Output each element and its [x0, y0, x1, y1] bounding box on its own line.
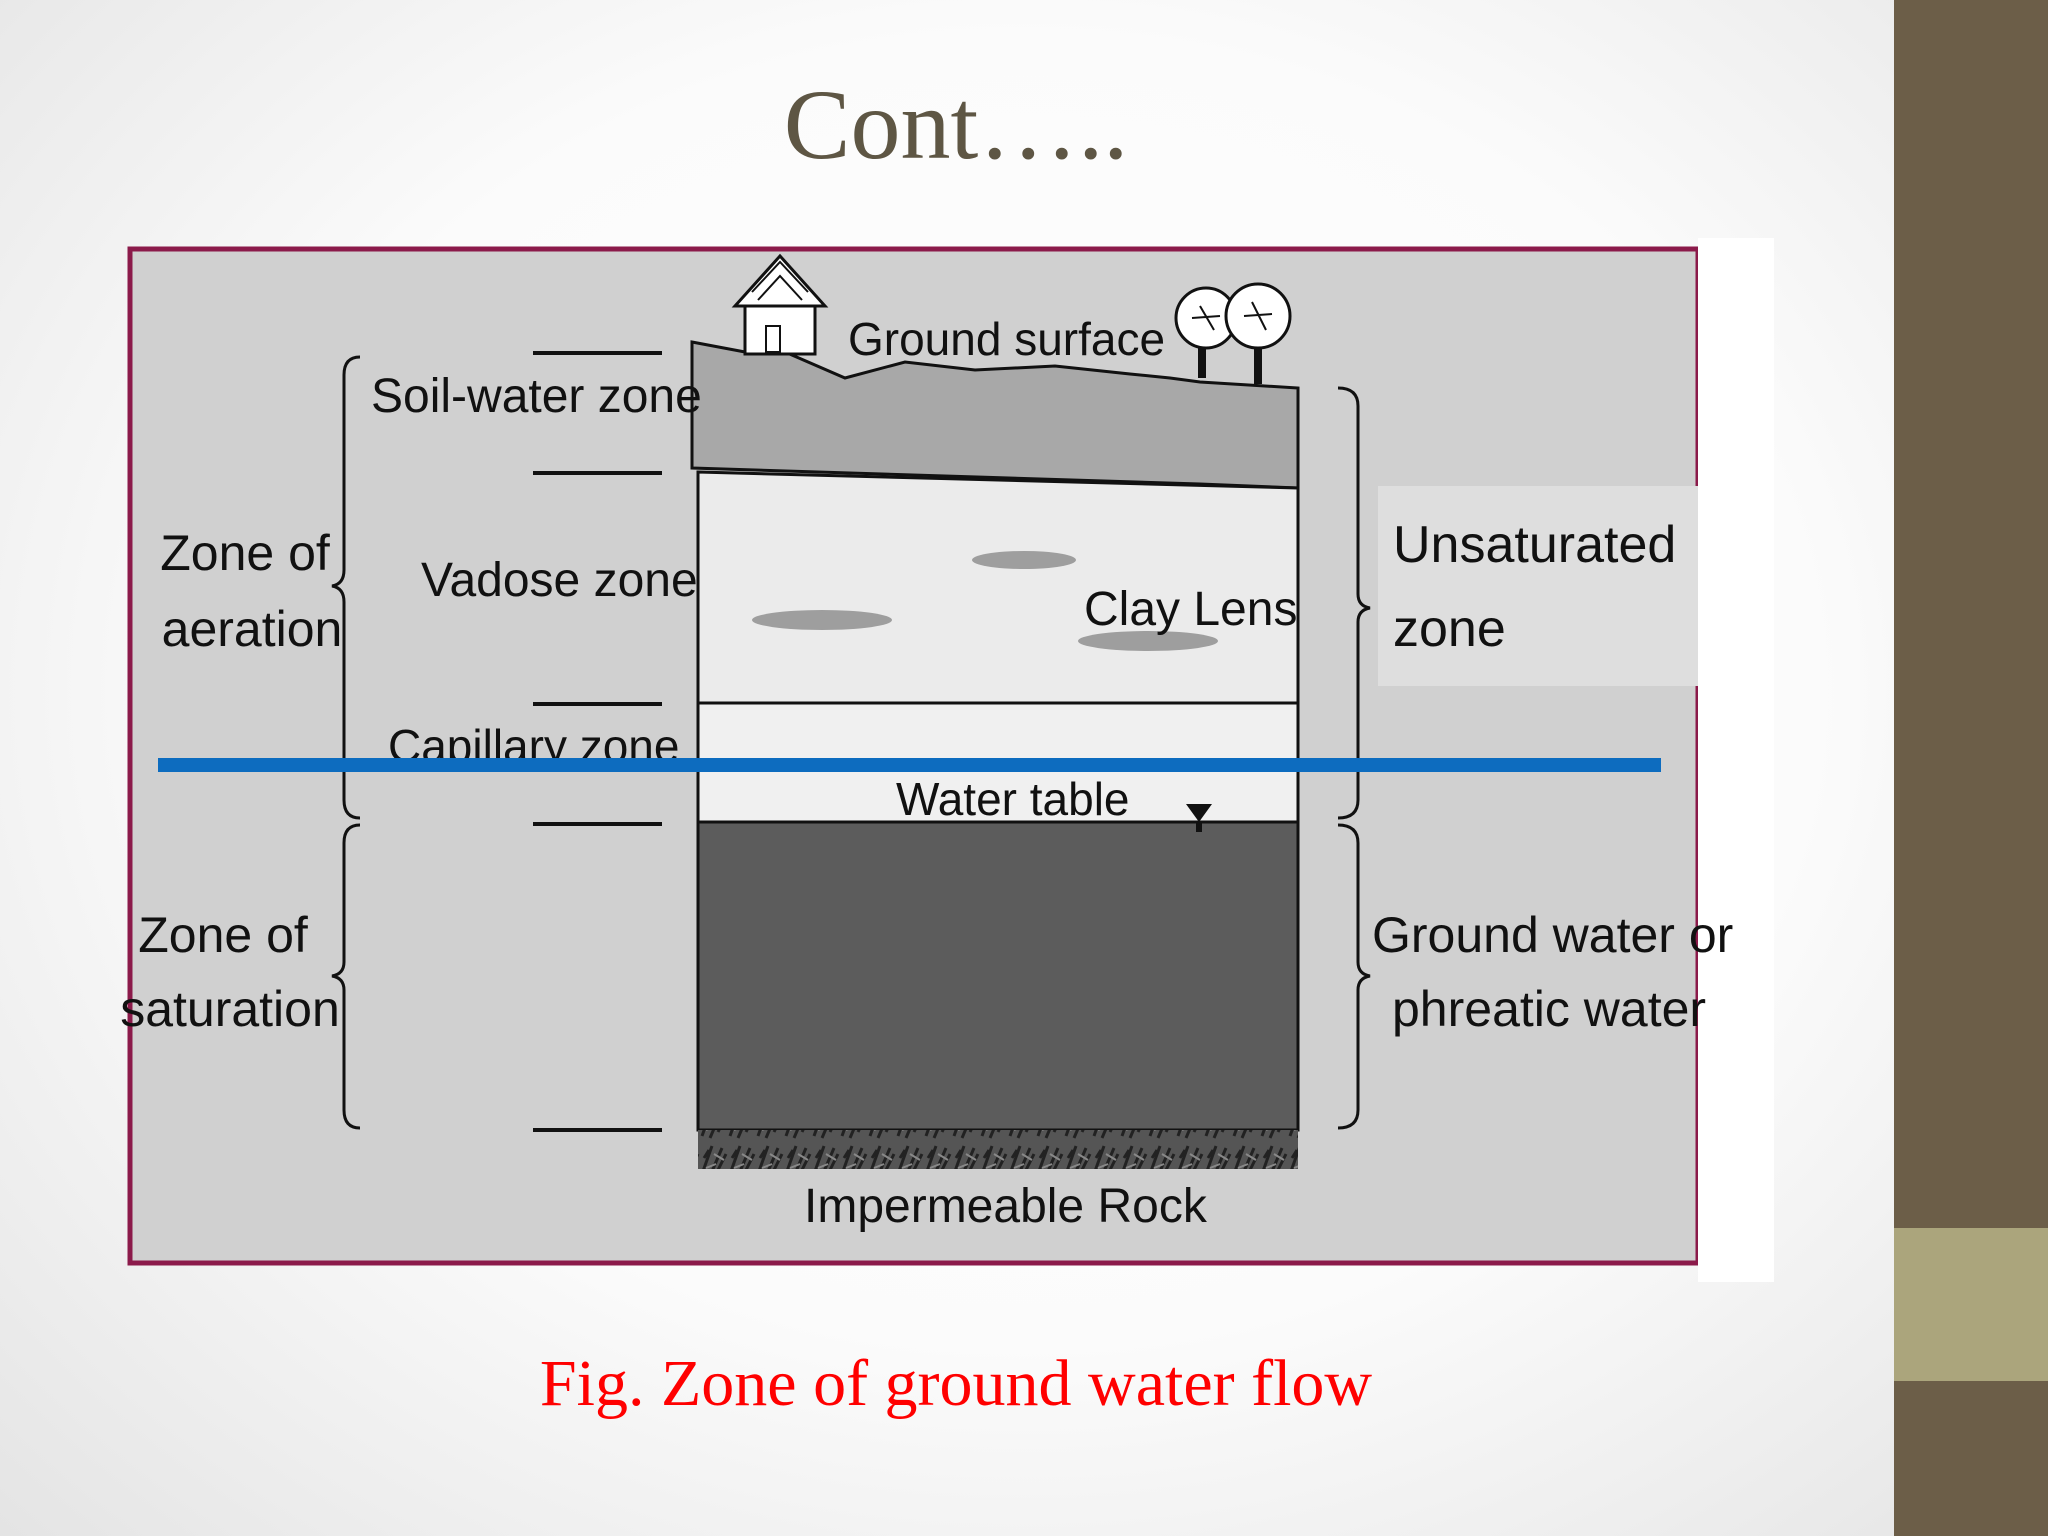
water-table-highlight-line — [158, 758, 1661, 772]
house-icon — [731, 253, 829, 356]
zone-boundary-ticks — [533, 351, 662, 1132]
water-table-label: Water table — [896, 773, 1130, 825]
aeration-brace — [331, 355, 361, 820]
figure-frame-overflow — [1698, 238, 1774, 1282]
clay-lens-label: Clay Lens — [1084, 583, 1297, 636]
impermeable-rock-label: Impermeable Rock — [804, 1180, 1208, 1233]
soil-water-zone-label: Soil-water zone — [371, 370, 702, 423]
figure-caption: Fig. Zone of ground water flow — [539, 1347, 1373, 1420]
vadose-zone-label: Vadose zone — [421, 554, 698, 607]
water-table-marker-icon — [1186, 804, 1212, 832]
saturated-layer — [696, 820, 1300, 1132]
impermeable-rock-layer — [698, 1130, 1298, 1169]
unsaturated-label-box — [1378, 486, 1698, 686]
zone-of-aeration-label: Zone of aeration — [160, 525, 343, 657]
clay-lens-shape — [1078, 631, 1218, 651]
slide-title: Cont….. — [783, 69, 1129, 180]
zone-of-saturation-label: Zone of saturation — [120, 907, 340, 1037]
unsaturated-zone-label: Unsaturated zone — [1393, 516, 1691, 658]
clay-lens-shape — [752, 610, 892, 630]
clay-lens-shape — [972, 551, 1076, 569]
trees-icon — [1174, 282, 1292, 384]
unsaturated-brace — [1337, 386, 1371, 820]
ground-water-label: Ground water or phreatic water — [1372, 907, 1747, 1037]
ground-surface-label: Ground surface — [848, 313, 1165, 365]
groundwater-brace — [1337, 823, 1371, 1130]
groundwater-zone-diagram: Ground surface Soil-water zone Vadose zo… — [120, 238, 1774, 1282]
side-accent — [1894, 1228, 2048, 1381]
saturation-brace — [331, 823, 361, 1130]
